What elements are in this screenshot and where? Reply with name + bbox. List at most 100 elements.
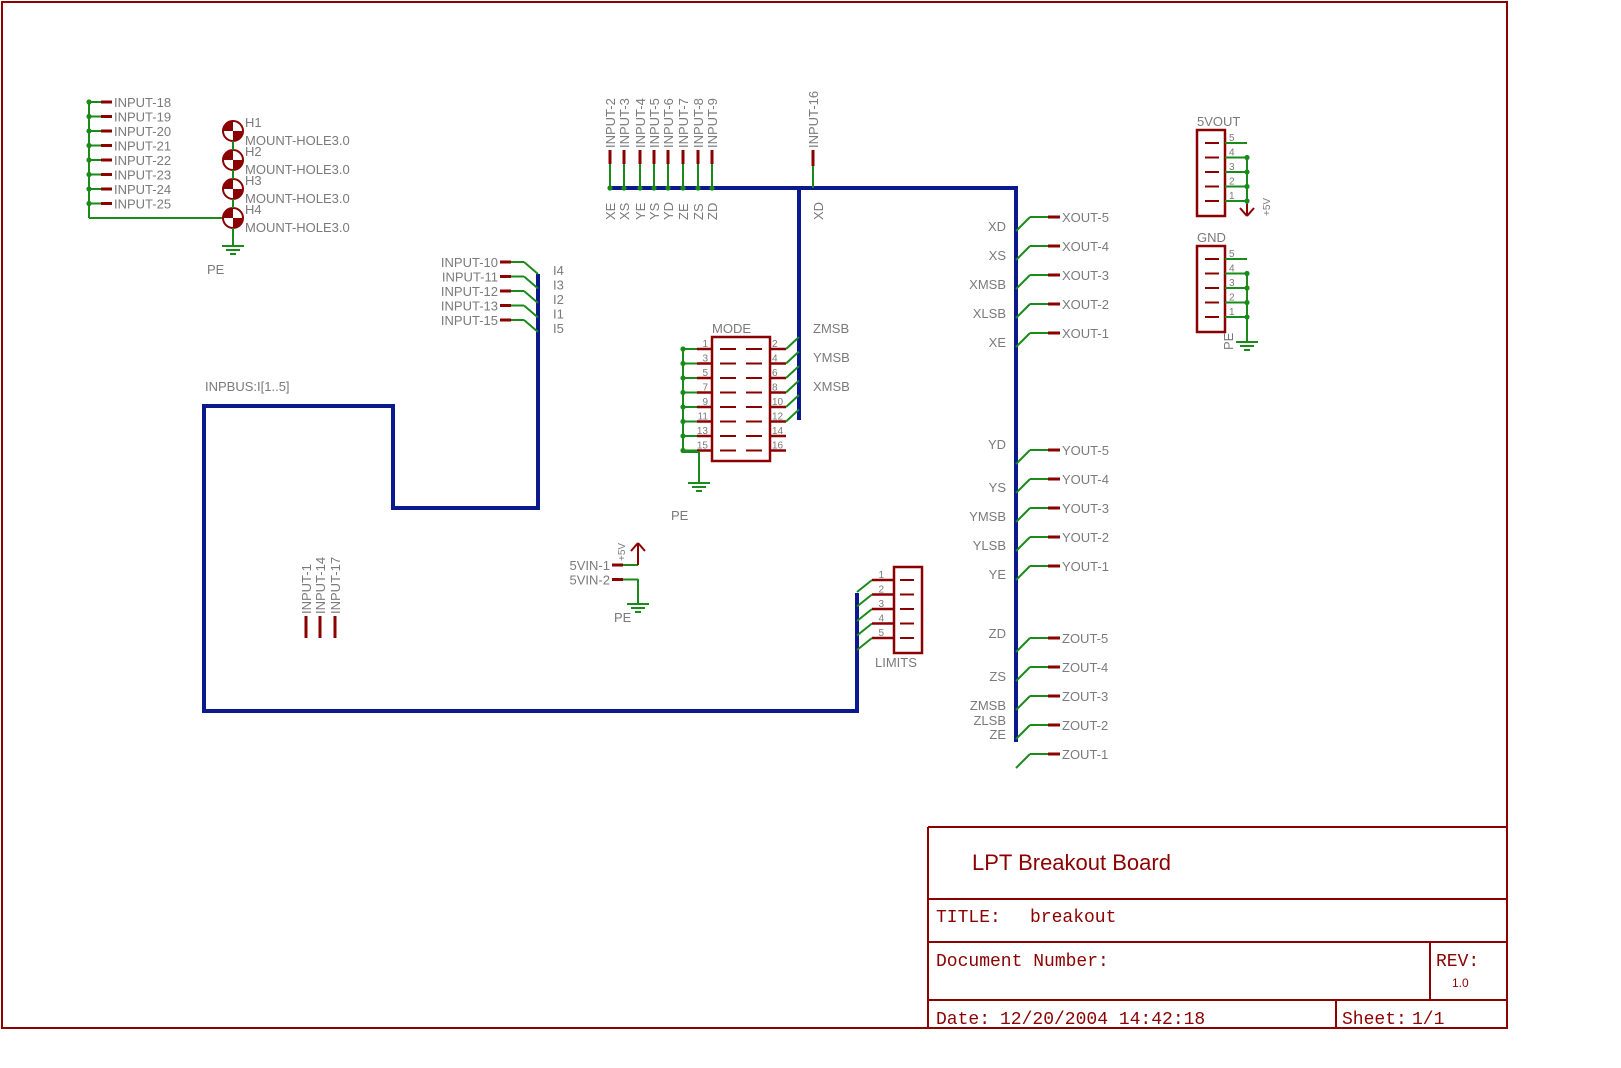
mode-left-pin-number: 15	[697, 441, 709, 452]
inp-bus-net-label: I4	[553, 263, 564, 278]
mode-left-pin-number: 3	[702, 354, 708, 365]
y-out-label: YOUT-2	[1062, 530, 1109, 545]
z-bus-entry	[1015, 695, 1031, 711]
top-input-label: INPUT-2	[603, 98, 618, 148]
mount-hole-ref: H3	[245, 173, 262, 188]
vin-supply-label: +5V	[617, 543, 628, 561]
left-input-label: INPUT-22	[114, 153, 171, 168]
mount-hole-quad-a	[223, 208, 233, 218]
top-net-label: XE	[603, 202, 618, 220]
top-input-dot	[680, 185, 686, 191]
mode-right-pin-number: 14	[772, 426, 784, 437]
gnd-pin-number: 2	[1229, 293, 1235, 304]
mount-hole-value: MOUNT-HOLE3.0	[245, 191, 350, 206]
mode-left-pin-number: 9	[702, 397, 708, 408]
mode-right-pin-number: 6	[772, 368, 778, 379]
y-bus-entry	[1015, 536, 1031, 552]
mid-input-bus-entry	[523, 275, 539, 290]
limits-bus-entry	[856, 593, 873, 608]
mid-input-bus-entry	[523, 290, 539, 304]
rev-value: 1.0	[1452, 976, 1469, 990]
mode-left-pin-number: 11	[698, 412, 709, 423]
mount-hole-quad-b	[233, 189, 243, 199]
top-input-dot	[607, 185, 613, 191]
vin-pin-label: 5VIN-2	[570, 573, 610, 588]
top-net-label: ZD	[705, 203, 720, 220]
y-out-label: YOUT-4	[1062, 472, 1109, 487]
z-net-label: ZD	[989, 626, 1006, 641]
y-net-label: YD	[988, 437, 1006, 452]
vout-pin-number: 2	[1229, 177, 1235, 188]
mode-bus-entry	[785, 365, 800, 379]
bottom-input-label: INPUT-14	[313, 557, 328, 614]
mount-hole-quad-b	[233, 160, 243, 170]
mode-net-label: YMSB	[813, 350, 850, 365]
y-out-label: YOUT-5	[1062, 443, 1109, 458]
x-net-label: XMSB	[969, 277, 1006, 292]
mode-bus-entry	[785, 336, 800, 350]
x-net-label: XLSB	[973, 306, 1006, 321]
x-out-label: XOUT-4	[1062, 239, 1109, 254]
mid-input-bus-entry	[523, 304, 539, 319]
gnd-pin-number: 3	[1229, 278, 1235, 289]
bottom-input-label: INPUT-1	[299, 564, 314, 614]
top-input-dot	[665, 185, 671, 191]
top-input-dot	[695, 185, 701, 191]
gnd-header-label: GND	[1197, 230, 1226, 245]
mount-hole-quad-a	[223, 150, 233, 160]
y-net-label: YS	[989, 480, 1007, 495]
mid-input-label: INPUT-13	[441, 299, 498, 314]
x-out-label: XOUT-2	[1062, 297, 1109, 312]
mode-right-pin-number: 8	[772, 383, 778, 394]
z-net-label: ZMSB	[970, 698, 1006, 713]
mode-bus-entry	[785, 379, 800, 394]
mid-input-label: INPUT-11	[442, 270, 498, 285]
x-out-label: XOUT-5	[1062, 210, 1109, 225]
vout-pin-number: 4	[1229, 148, 1235, 159]
left-input-label: INPUT-20	[114, 124, 171, 139]
mode-label: MODE	[712, 321, 751, 336]
gnd-pin-number: 5	[1229, 249, 1235, 260]
y-bus-entry	[1015, 478, 1031, 494]
left-input-label: INPUT-24	[114, 182, 171, 197]
mount-hole-value: MOUNT-HOLE3.0	[245, 162, 350, 177]
vin-supply-arrow-r	[637, 542, 646, 552]
mode-bus-entry	[785, 408, 800, 423]
left-input-label: INPUT-25	[114, 197, 171, 212]
mode-right-pin-number: 16	[772, 441, 784, 452]
x-bus-entry	[1015, 216, 1031, 232]
top-input-dot	[637, 185, 643, 191]
sheet-label: Sheet:	[1342, 1010, 1407, 1030]
y-out-label: YOUT-1	[1062, 559, 1109, 574]
limits-bus-entry	[856, 579, 873, 593]
title-label: TITLE:	[936, 908, 1001, 928]
date-label: Date:	[936, 1010, 990, 1030]
mount-hole-quad-b	[233, 218, 243, 228]
x-bus-entry	[1015, 303, 1031, 319]
z-out-label: ZOUT-3	[1062, 689, 1108, 704]
limits-pin-number: 5	[878, 628, 884, 639]
mid-input-bus-entry	[523, 261, 539, 275]
mid-input-label: INPUT-12	[441, 284, 498, 299]
mid-input-label: INPUT-10	[441, 255, 498, 270]
title-value: breakout	[1030, 908, 1116, 928]
top-net-label: ZE	[676, 203, 691, 220]
board-name: LPT Breakout Board	[972, 850, 1171, 875]
inpbus-label: INPBUS:I[1..5]	[205, 379, 290, 394]
vout-pin-number: 3	[1229, 162, 1235, 173]
pe-label-gnd: PE	[1221, 332, 1236, 350]
limits-label: LIMITS	[875, 655, 917, 670]
mode-right-pin-number: 2	[772, 339, 778, 350]
y-net-label: YMSB	[969, 509, 1006, 524]
limits-pin-number: 4	[878, 614, 884, 625]
mount-hole-ref: H4	[245, 202, 262, 217]
mode-right-pin-number: 4	[772, 354, 778, 365]
top-input-label: INPUT-9	[705, 98, 720, 148]
x-bus-entry	[1015, 245, 1031, 261]
vout-pin-number: 5	[1229, 133, 1235, 144]
mount-hole-quad-b	[233, 131, 243, 141]
vout-label: 5VOUT	[1197, 114, 1240, 129]
top-input-label: INPUT-4	[633, 98, 648, 148]
y-net-label: YE	[989, 567, 1007, 582]
